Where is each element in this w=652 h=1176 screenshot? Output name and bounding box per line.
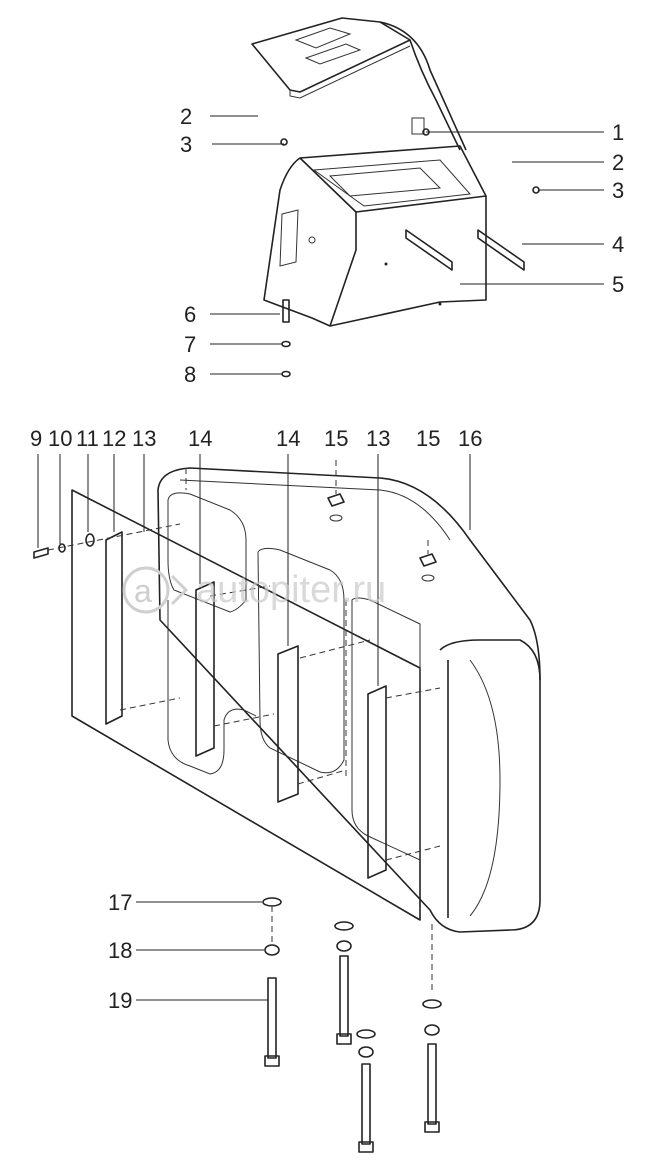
callout-4: 4 [612, 232, 624, 257]
callout-8: 8 [184, 362, 196, 387]
callout-17: 17 [108, 890, 132, 915]
callout-2-top-left: 2 [180, 104, 192, 129]
watermark-text: autopiter.ru [196, 569, 386, 611]
strip-12 [105, 531, 123, 725]
lid [251, 17, 411, 93]
callout-labels: 2 3 1 2 3 4 5 6 7 8 9 10 11 12 13 14 14 … [30, 104, 624, 1013]
callout-10: 10 [48, 426, 72, 451]
strip-14a [195, 581, 215, 757]
callout-7: 7 [184, 332, 196, 357]
leader-lines [37, 115, 604, 1001]
toolbox-assembly [251, 17, 540, 378]
callout-11: 11 [76, 426, 99, 451]
watermark-logo-icon [122, 566, 170, 614]
callout-2-right: 2 [612, 150, 624, 175]
callout-3-right: 3 [612, 178, 624, 203]
box-body [263, 145, 487, 327]
callout-16: 16 [458, 426, 482, 451]
watermark-logo-letter: a [134, 573, 152, 609]
watermark-arrow-icon [170, 574, 189, 606]
strip-14b [277, 645, 299, 803]
counterweight-body [157, 467, 541, 933]
watermark: a autopiter.ru [122, 566, 386, 614]
callout-14-center: 14 [276, 426, 300, 451]
callout-1: 1 [612, 120, 624, 145]
callout-12: 12 [102, 426, 126, 451]
callout-13-right: 13 [366, 426, 390, 451]
strip-13 [367, 685, 387, 879]
callout-9: 9 [30, 426, 42, 451]
callout-19: 19 [108, 988, 132, 1013]
callout-6: 6 [184, 302, 196, 327]
counterweight-assembly [33, 460, 541, 1153]
callout-5: 5 [612, 272, 624, 297]
callout-14-left: 14 [188, 426, 212, 451]
callout-3-top-left: 3 [180, 132, 192, 157]
front-plate [71, 489, 421, 921]
callout-15-right: 15 [416, 426, 440, 451]
callout-18: 18 [108, 938, 132, 963]
callout-13-left: 13 [132, 426, 156, 451]
callout-15-left: 15 [324, 426, 348, 451]
